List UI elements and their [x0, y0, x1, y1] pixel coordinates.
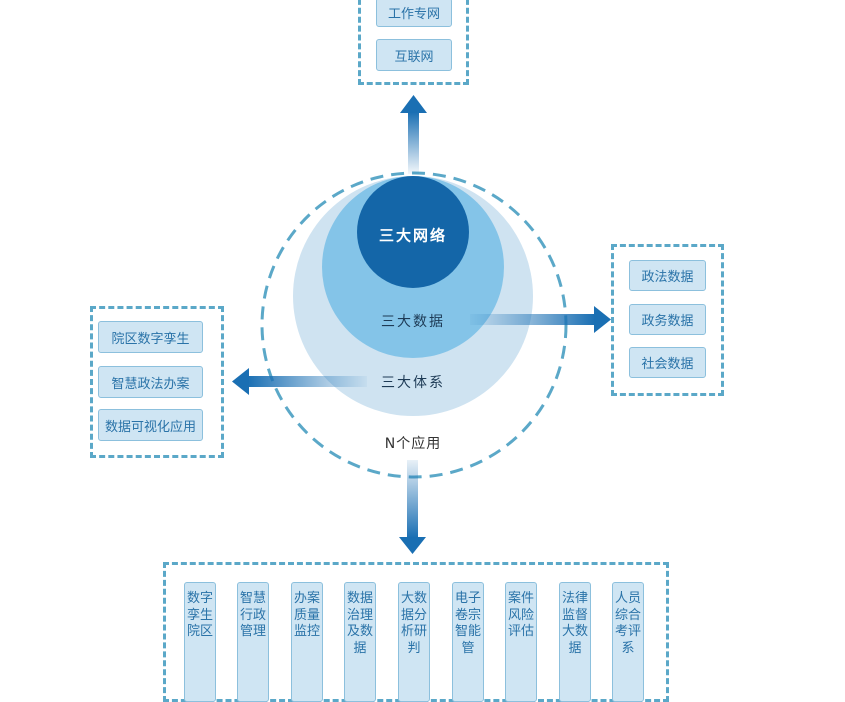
networks-circle: [357, 176, 469, 288]
system-tag-visualization: 数据可视化应用: [98, 409, 203, 441]
data-label: 三大数据: [381, 314, 445, 330]
app-tag-quality-monitor: 办案质量监控: [291, 582, 323, 702]
app-tag-legal-supervision: 法律监督大数据: [559, 582, 591, 702]
data-tag-government: 政务数据: [629, 304, 706, 335]
app-tag-data-governance: 数据治理及数据: [344, 582, 376, 702]
network-tag-work: 工作专网: [376, 0, 452, 27]
app-tag-big-data-analysis: 大数据分析研判: [398, 582, 430, 702]
system-tag-digital-twin: 院区数字孪生: [98, 321, 203, 353]
app-tag-case-risk: 案件风险评估: [505, 582, 537, 702]
system-group-box: [90, 306, 224, 458]
app-tag-digital-twin-campus: 数字孪生院区: [184, 582, 216, 702]
arrow-right: [470, 306, 611, 333]
networks-label: 三大网络: [378, 226, 448, 245]
apps-label: N个应用: [384, 436, 442, 452]
arrow-up: [400, 95, 427, 174]
arrow-down: [399, 460, 426, 554]
core-diagram: [232, 95, 611, 554]
data-group-box: [611, 244, 724, 396]
app-tag-staff-evaluation: 人员综合考评系: [612, 582, 644, 702]
systems-label: 三大体系: [381, 375, 445, 391]
app-tag-e-dossier: 电子卷宗智能管: [452, 582, 484, 702]
system-tag-smart-case: 智慧政法办案: [98, 366, 203, 398]
arrow-left: [232, 368, 367, 395]
data-tag-legal: 政法数据: [629, 260, 706, 291]
network-group-box: [358, 0, 469, 85]
network-tag-internet: 互联网: [376, 39, 452, 71]
app-tag-smart-admin: 智慧行政管理: [237, 582, 269, 702]
data-tag-social: 社会数据: [629, 347, 706, 378]
